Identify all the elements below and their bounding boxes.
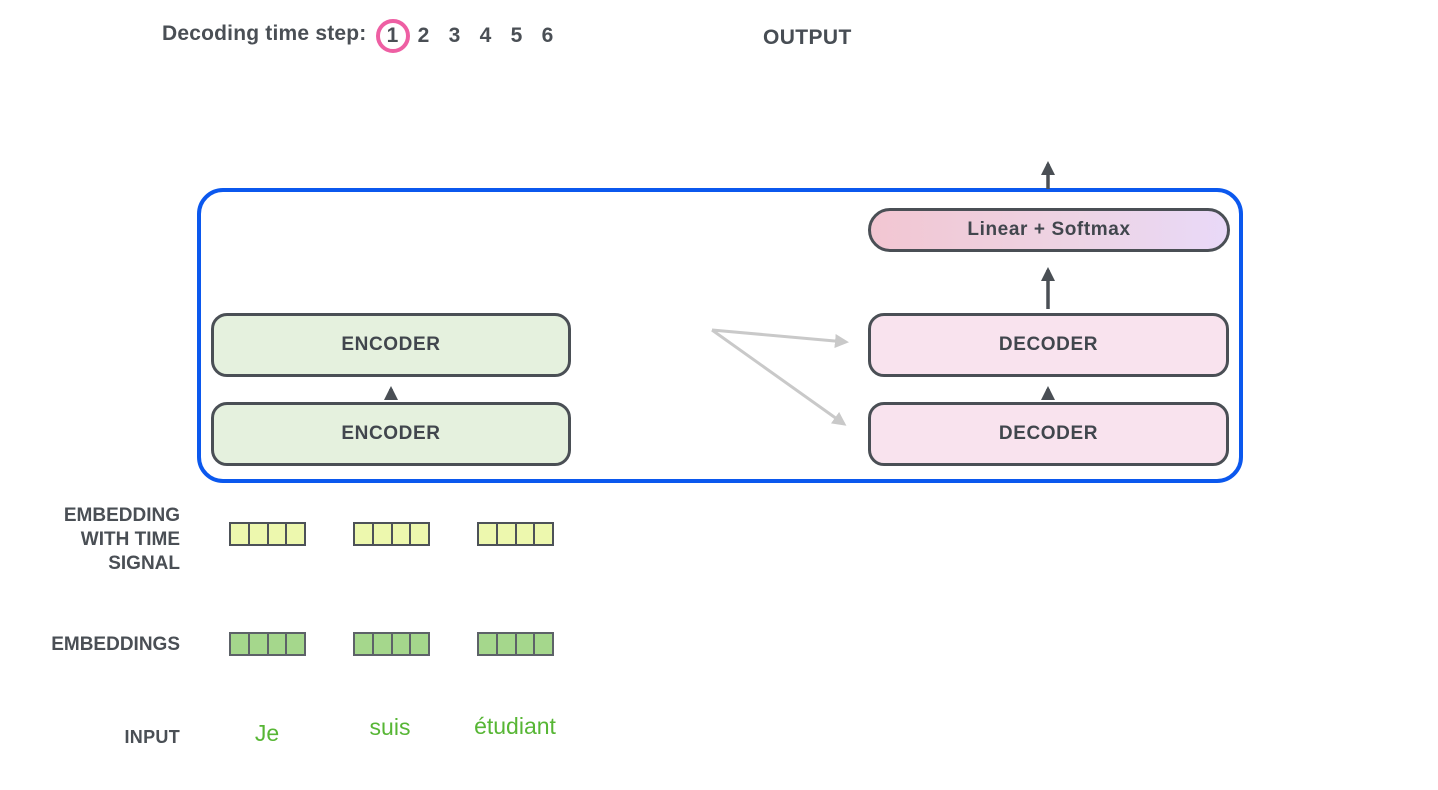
vector-cell <box>479 634 498 654</box>
vector-cell <box>231 634 250 654</box>
vector-cell <box>287 524 304 544</box>
vector-cell <box>287 634 304 654</box>
vector-cell <box>411 524 428 544</box>
vector-cell <box>231 524 250 544</box>
decoder-block-bottom: DECODER <box>868 402 1229 466</box>
vector-cell <box>535 634 552 654</box>
time-signal-vector-2 <box>353 522 430 546</box>
vector-cell <box>517 634 536 654</box>
step-6: 6 <box>541 24 554 47</box>
decoding-time-step-label: Decoding time step: <box>162 22 367 45</box>
vector-cell <box>250 634 269 654</box>
input-word-je: Je <box>254 720 280 746</box>
vector-cell <box>498 524 517 544</box>
vector-cell <box>269 524 288 544</box>
embedding-vector-3 <box>477 632 554 656</box>
vector-cell <box>393 634 412 654</box>
vector-cell <box>250 524 269 544</box>
vector-cell <box>374 634 393 654</box>
output-label: OUTPUT <box>763 26 852 49</box>
vector-cell <box>374 524 393 544</box>
input-word-etudiant: étudiant <box>474 713 556 739</box>
vector-cell <box>498 634 517 654</box>
step-2: 2 <box>417 24 430 47</box>
encoder-block-top: ENCODER <box>211 313 571 377</box>
embedding-vector-1 <box>229 632 306 656</box>
embedding-with-time-signal-line3: SIGNAL <box>108 553 180 574</box>
input-word-suis: suis <box>369 714 411 740</box>
transformer-container <box>197 188 1243 483</box>
vector-cell <box>479 524 498 544</box>
vector-cell <box>411 634 428 654</box>
decoder-block-top: DECODER <box>868 313 1229 377</box>
time-signal-vector-1 <box>229 522 306 546</box>
time-signal-vector-3 <box>477 522 554 546</box>
embeddings-label: EMBEDDINGS <box>51 634 180 655</box>
embedding-with-time-signal-line2: WITH TIME <box>80 529 180 550</box>
step-5: 5 <box>510 24 523 47</box>
step-3: 3 <box>448 24 461 47</box>
step-4: 4 <box>479 24 492 47</box>
vector-cell <box>517 524 536 544</box>
encoder-block-bottom: ENCODER <box>211 402 571 466</box>
decoding-step-list: 1 2 3 4 5 6 <box>375 18 563 54</box>
embedding-vector-2 <box>353 632 430 656</box>
vector-cell <box>393 524 412 544</box>
input-label: INPUT <box>124 727 180 747</box>
linear-softmax-block: Linear + Softmax <box>868 208 1230 252</box>
vector-cell <box>269 634 288 654</box>
step-1-active: 1 <box>375 18 410 54</box>
vector-cell <box>535 524 552 544</box>
vector-cell <box>355 634 374 654</box>
active-step-circle <box>375 19 410 53</box>
vector-cell <box>355 524 374 544</box>
embedding-with-time-signal-line1: EMBEDDING <box>63 505 180 526</box>
embedding-with-time-signal-label: EMBEDDING WITH TIME SIGNAL <box>64 504 180 576</box>
